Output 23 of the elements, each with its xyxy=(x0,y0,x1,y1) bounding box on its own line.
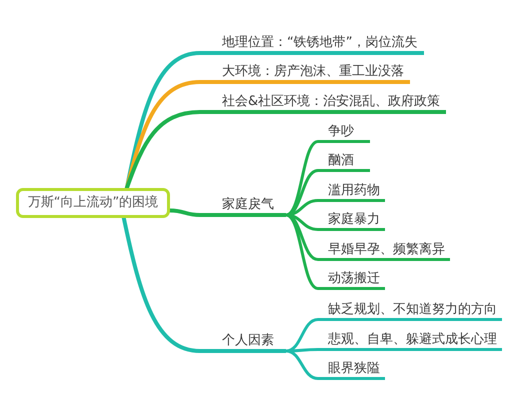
topic-label: 地理位置：“铁锈地带”，岗位流失 xyxy=(200,34,424,55)
topic-label: 个人因素 xyxy=(200,332,286,353)
branch-line xyxy=(284,214,320,290)
branch-line xyxy=(284,140,320,216)
topic-label: 眼界狭隘 xyxy=(318,360,385,380)
branch-line xyxy=(124,110,202,190)
topic-label: 大环境：房产泡沫、重工业没落 xyxy=(200,63,410,84)
topic-label: 滥用药物 xyxy=(318,182,385,202)
branch-line xyxy=(284,214,320,261)
branch-line xyxy=(168,208,202,217)
topic-label: 家庭暴力 xyxy=(318,211,385,231)
topic-label: 家庭戾气 xyxy=(200,196,286,217)
topic-label: 争吵 xyxy=(318,123,370,143)
topic-label: 早婚早孕、频繁离异 xyxy=(318,241,450,261)
central-topic: 万斯“向上流动”的困境 xyxy=(16,188,170,218)
topic-label: 社会&社区环境：治安混乱、政府政策 xyxy=(200,93,446,114)
branch-line xyxy=(284,350,320,380)
topic-label: 动荡搬迁 xyxy=(318,270,385,290)
branch-line xyxy=(122,216,202,353)
topic-label: 缺乏规划、不知道努力的方向 xyxy=(318,301,502,321)
branch-line xyxy=(284,169,320,216)
topic-label: 酗酒 xyxy=(318,152,370,172)
topic-label: 悲观、自卑、躲避式成长心理 xyxy=(318,331,502,351)
